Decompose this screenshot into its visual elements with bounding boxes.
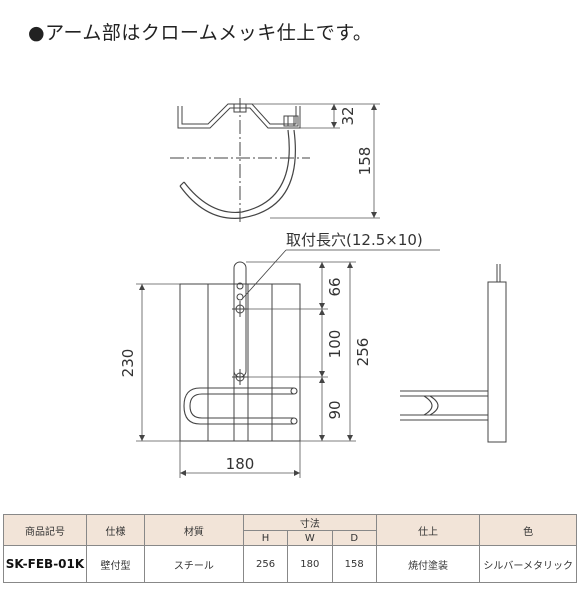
side-view-arm [400,390,488,421]
col-model-header: 商品記号 [3,514,87,546]
dim-230: 230 [119,349,137,378]
slot-leader [242,249,287,299]
technical-drawing: 32 158 取付長穴(12.5×10) [119,98,507,478]
table-row: SK-FEB-01K 壁付型 スチール 256 180 158 焼付塗装 シルバ… [3,545,577,583]
spec-table: 商品記号 仕様 材質 寸法 仕上 色 H W D SK-FEB-01K 壁付型 … [3,514,577,583]
front-right-dimensions [246,261,356,442]
dim-90: 90 [326,400,344,419]
cell-d: 158 [331,545,377,583]
top-view-bolt [283,115,299,127]
front-left-dimension [136,283,180,442]
top-view-dimensions [246,103,380,219]
col-finish-header: 仕上 [375,514,481,546]
dim-256: 256 [354,338,372,367]
cell-finish: 焼付塗装 [375,545,481,583]
col-spec-header: 仕様 [85,514,145,546]
cell-w: 180 [287,545,333,583]
cell-material: スチール [143,545,244,583]
cell-color: シルバーメタリック [479,545,577,583]
top-view-arm [179,129,296,219]
top-view-bracket [177,103,301,129]
col-h-header: H [242,530,289,546]
col-color-header: 色 [479,514,577,546]
front-view-mount-plate [232,261,248,385]
dim-158: 158 [356,147,374,176]
dim-100: 100 [326,330,344,359]
dim-32: 32 [339,106,357,125]
front-bottom-dimension [179,441,301,478]
cell-h: 256 [242,545,289,583]
col-w-header: W [287,530,333,546]
cell-model: SK-FEB-01K [3,545,87,583]
col-dims-header: 寸法 [242,514,377,531]
dim-180: 180 [226,455,255,473]
top-view-dim-arrows [331,104,377,218]
slot-label: 取付長穴(12.5×10) [286,231,423,249]
finish-note: ●アーム部はクロームメッキ仕上です。 [28,22,373,44]
front-view-arm [183,387,298,425]
cell-spec: 壁付型 [85,545,145,583]
dim-66: 66 [326,277,344,296]
col-material-header: 材質 [143,514,244,546]
front-dim-arrows [139,262,353,476]
col-d-header: D [331,530,377,546]
side-view-panel [487,264,507,443]
